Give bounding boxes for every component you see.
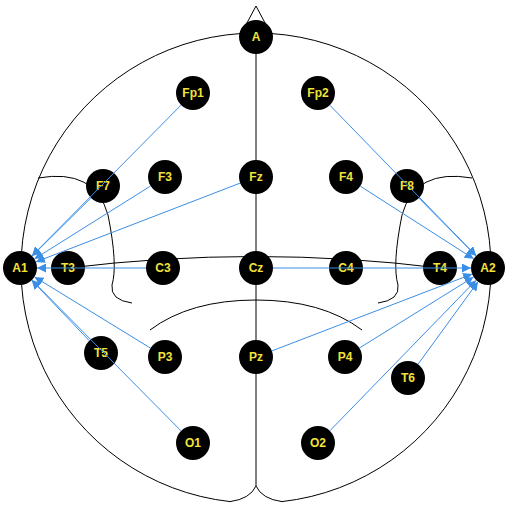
reference-arrow <box>360 186 473 259</box>
electrode-label: Fz <box>249 171 262 183</box>
electrode-circle: A1 <box>3 251 37 285</box>
electrode-label: F4 <box>339 171 353 183</box>
electrode-circle: A <box>239 20 273 54</box>
electrode-circle: P4 <box>328 340 362 374</box>
electrode-label: T6 <box>401 372 415 384</box>
electrode-circle: C4 <box>329 251 363 285</box>
reference-arrow <box>36 183 240 262</box>
electrode-label: Fp1 <box>182 87 203 99</box>
electrode-circle: Fp1 <box>176 76 210 110</box>
electrode-label: P4 <box>338 351 353 363</box>
reference-arrow <box>32 105 181 256</box>
electrode-circle: A2 <box>471 251 505 285</box>
reference-arrow <box>273 268 471 269</box>
reference-arrow <box>37 268 146 269</box>
head-contour <box>21 33 491 502</box>
reference-arrow <box>330 105 476 256</box>
electrode-label: C4 <box>338 262 353 274</box>
electrode-label: T4 <box>433 262 447 274</box>
electrode-label: Fp2 <box>307 87 328 99</box>
electrode-circle: F3 <box>148 160 182 194</box>
reference-arrow <box>32 280 90 340</box>
reference-arrow <box>418 282 478 365</box>
electrode-circle: F4 <box>329 160 363 194</box>
electrode-label: A <box>252 31 261 43</box>
reference-arrow <box>272 274 472 351</box>
electrode-label: C3 <box>155 262 170 274</box>
electrode-label: O1 <box>185 437 201 449</box>
electrode-circle: F8 <box>390 169 424 203</box>
electrode-label: T5 <box>94 347 108 359</box>
electrode-circle: F7 <box>86 169 120 203</box>
electrode-circle: Cz <box>239 251 273 285</box>
electrode-circle: T6 <box>391 361 425 395</box>
reference-arrow <box>359 277 473 348</box>
electrode-circle: C3 <box>146 251 180 285</box>
parietal-curve <box>256 300 362 330</box>
electrode-circle: Pz <box>239 340 273 374</box>
electrode-label: T3 <box>61 262 75 274</box>
reference-arrow <box>34 277 150 348</box>
electrode-circle: O1 <box>176 426 210 460</box>
electrode-label: F7 <box>96 180 110 192</box>
parietal-curve <box>150 300 256 330</box>
temporal-curve <box>38 176 132 303</box>
electrode-circle: T5 <box>84 336 118 370</box>
electrode-label: P3 <box>158 351 173 363</box>
electrode-label: O2 <box>310 437 326 449</box>
electrode-circle: T4 <box>423 251 457 285</box>
electrode-label: F3 <box>158 171 172 183</box>
electrode-label: Pz <box>249 351 263 363</box>
electrode-circle: T3 <box>51 251 85 285</box>
electrode-circle: Fp2 <box>301 76 335 110</box>
electrode-circle: P3 <box>148 340 182 374</box>
electrode-label: A2 <box>480 262 495 274</box>
reference-arrow <box>32 280 181 431</box>
electrode-circle: Fz <box>239 160 273 194</box>
reference-arrow <box>330 280 476 431</box>
reference-arrow <box>34 186 150 259</box>
electrode-label: A1 <box>12 262 27 274</box>
electrode-circle: O2 <box>301 426 335 460</box>
electrode-label: F8 <box>400 180 414 192</box>
electrode-label: Cz <box>249 262 264 274</box>
reference-arrow <box>32 198 91 256</box>
reference-arrow <box>419 198 476 256</box>
